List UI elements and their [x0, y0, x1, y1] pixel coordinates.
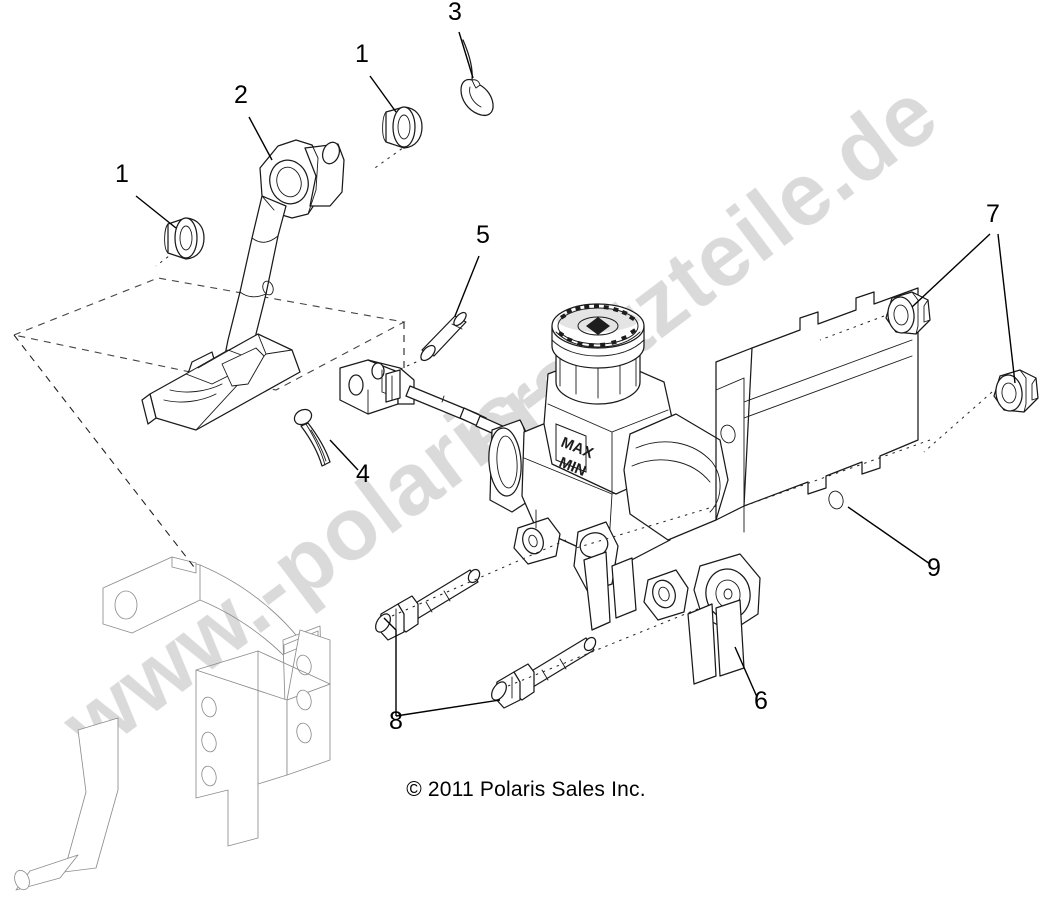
- part-heat-shield-bracket: [715, 287, 919, 533]
- context-mount-bracket: [14, 556, 331, 891]
- cap-warning-print: [555, 304, 641, 348]
- callout-9: 9: [927, 554, 941, 582]
- callout-2: 2: [234, 81, 248, 109]
- part-pivot-bushing-top: [382, 106, 423, 149]
- part-flange-nut-lower: [993, 369, 1039, 413]
- part-flange-bolt-upper: [375, 568, 481, 641]
- callout-5: 5: [476, 221, 490, 249]
- callout-3: 3: [448, 0, 462, 26]
- callout-1b: 1: [355, 40, 369, 68]
- callout-7: 7: [986, 200, 1000, 228]
- callout-1a: 1: [115, 160, 129, 188]
- callout-numbers: 1 1 2 3 4 5 6 7 8 9: [115, 0, 1000, 735]
- part-flange-nut-upper: [885, 291, 931, 335]
- part-e-clip-retainer: [460, 39, 494, 117]
- exploded-trace-lines: [391, 315, 993, 687]
- callout-6: 6: [754, 687, 768, 715]
- part-brake-pedal: [141, 139, 345, 431]
- part-hairpin-cotter-pin: [293, 408, 331, 467]
- callout-leaders: [135, 31, 1016, 717]
- part-pivot-bushing-left: [164, 217, 205, 260]
- part-flange-bolt-lower: [491, 636, 597, 709]
- part-clevis-pin: [420, 311, 467, 362]
- part-master-cylinder: MAX MIN: [488, 303, 761, 685]
- callout-4: 4: [356, 460, 370, 488]
- copyright-notice: © 2011 Polaris Sales Inc.: [406, 778, 646, 801]
- callout-8: 8: [389, 707, 403, 735]
